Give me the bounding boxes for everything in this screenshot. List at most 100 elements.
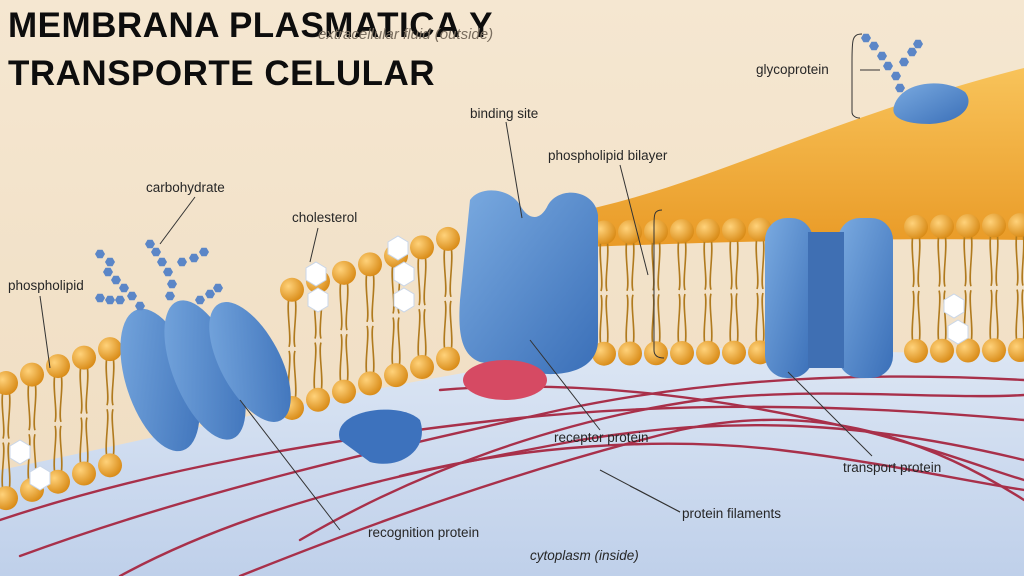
lipid-tail <box>443 300 447 351</box>
lipid-tail <box>677 293 681 346</box>
lipid-tail <box>339 333 343 384</box>
lipid-tail <box>365 325 369 376</box>
lipid-head <box>696 218 720 243</box>
lipid-tail <box>371 272 375 323</box>
lipid-tail <box>599 294 603 346</box>
receptor-protein-art <box>459 190 598 375</box>
lipid-tail <box>917 290 921 344</box>
lipid-head <box>930 214 954 239</box>
lipid-tail <box>365 272 369 323</box>
lipid-tail <box>397 317 401 368</box>
lipid-tail <box>449 246 453 298</box>
lipid-head <box>0 371 18 396</box>
lipid-tail <box>625 239 629 292</box>
lipid-head <box>1008 213 1024 238</box>
lipid-tail <box>735 293 739 345</box>
lipid-head <box>982 213 1006 238</box>
lipid-tail <box>1015 232 1019 286</box>
lipid-tail <box>625 294 629 346</box>
lipid-tail <box>345 333 349 384</box>
lipid-tail <box>319 342 323 392</box>
lipid-tail <box>657 239 661 291</box>
lipid-tail <box>1021 232 1024 286</box>
lipid-head <box>332 260 356 285</box>
lipid-tail <box>449 300 453 351</box>
carbohydrate-bead <box>167 279 177 289</box>
carbohydrate-bead <box>899 57 909 67</box>
lipid-tail <box>293 350 297 401</box>
lipid-tail <box>417 255 421 306</box>
transport-protein-art <box>765 218 893 378</box>
lipid-head <box>436 226 460 251</box>
lipid-head <box>72 345 96 370</box>
lipid-tail <box>605 294 609 346</box>
lipid-head <box>696 340 720 365</box>
lipid-tail <box>423 255 427 306</box>
lipid-tail <box>709 238 713 290</box>
lipid-head <box>358 371 382 396</box>
lipid-tail <box>761 237 765 290</box>
carbohydrate-bead <box>135 301 145 311</box>
lipid-head <box>904 338 928 363</box>
carbohydrate-bead <box>95 249 105 259</box>
lipid-tail <box>989 289 993 343</box>
carbohydrate-bead <box>127 291 137 301</box>
lipid-head <box>46 354 70 379</box>
lipid-tail <box>651 294 655 346</box>
lipid-head <box>956 213 980 238</box>
lipid-tail <box>989 233 993 287</box>
lipid-tail <box>735 237 739 290</box>
label-cholesterol: cholesterol <box>292 210 358 225</box>
lipid-tail <box>729 237 733 290</box>
label-transport-protein: transport protein <box>843 460 942 475</box>
lipid-tail <box>709 293 713 345</box>
cholesterol-molecules <box>9 235 969 491</box>
carbohydrate-bead <box>119 283 129 293</box>
carbohydrate-bead <box>95 293 105 303</box>
label-receptor-protein: receptor protein <box>554 430 649 445</box>
lipid-tail <box>287 297 291 348</box>
protein-filaments-art <box>0 375 1024 576</box>
lipid-tail <box>917 234 921 288</box>
lipid-head <box>306 387 330 412</box>
lipid-tail <box>703 238 707 290</box>
carbohydrate-bead <box>165 291 175 301</box>
label-recognition-protein: recognition protein <box>368 525 480 540</box>
carbohydrate-bead <box>111 275 121 285</box>
lipid-head <box>358 252 382 277</box>
lipid-tail <box>423 308 427 360</box>
receptor-ligand-art <box>463 360 547 400</box>
lipid-tail <box>391 317 395 368</box>
lipid-head <box>670 341 694 366</box>
lipid-tail <box>943 234 947 287</box>
lipid-head <box>410 235 434 260</box>
lipid-heads-bottom <box>0 338 1024 511</box>
label-extracellular-fluid: extracellular fluid (outside) <box>318 26 494 43</box>
label-protein-filaments: protein filaments <box>682 506 782 521</box>
lipid-head <box>592 341 616 366</box>
lipid-head <box>20 362 44 387</box>
label-phospholipid-bilayer: phospholipid bilayer <box>548 148 668 163</box>
lipid-tail <box>657 294 661 346</box>
lipid-head <box>1008 338 1024 363</box>
lipid-head <box>436 346 460 371</box>
label-cytoplasm: cytoplasm (inside) <box>530 548 639 563</box>
lipid-head <box>644 341 668 366</box>
lipid-head <box>0 486 18 511</box>
lipid-head <box>644 219 668 244</box>
lipid-tail <box>937 290 941 343</box>
label-binding-site: binding site <box>470 106 539 121</box>
lipid-tail <box>313 342 317 392</box>
carbohydrate-bead <box>891 71 901 81</box>
lipid-tail <box>1015 289 1019 343</box>
carbohydrate-bead <box>145 239 155 249</box>
carbohydrate-bead <box>205 289 215 299</box>
lipid-tail <box>911 234 915 288</box>
carbohydrate-bead <box>157 257 167 267</box>
lipid-tail <box>937 234 941 287</box>
lipid-head <box>72 461 96 486</box>
recognition-protein-art <box>120 300 422 464</box>
lipid-head <box>670 219 694 244</box>
lipid-tail <box>417 308 421 360</box>
